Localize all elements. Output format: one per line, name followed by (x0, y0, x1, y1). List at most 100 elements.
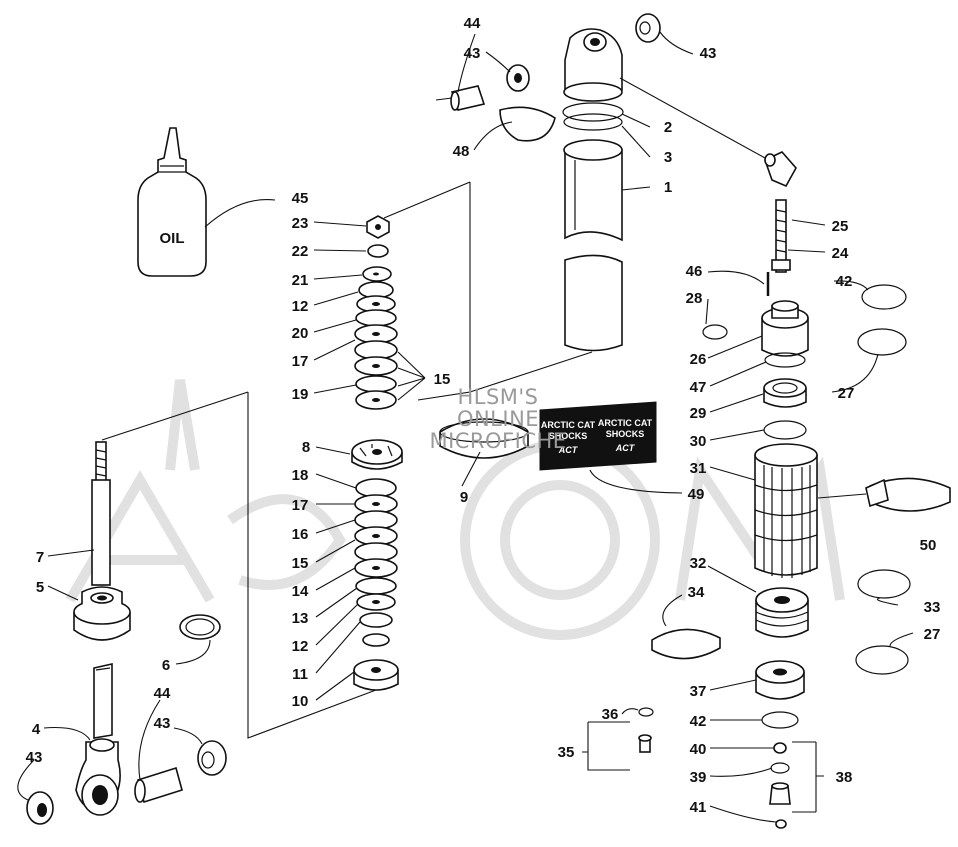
assembly-line-body (417, 182, 471, 401)
callout-3: 3 (664, 149, 672, 166)
watermark-text: HLSM'S ONLINE MICROFICHE (408, 386, 588, 452)
shim-stack-upper (354, 266, 398, 410)
assembly-line-shaft-top (101, 391, 249, 441)
callout-35: 35 (558, 744, 575, 761)
callout-33: 33 (924, 599, 941, 616)
callout-40: 40 (690, 741, 707, 758)
cap-37 (755, 660, 805, 700)
watermark-line-2: ONLINE (456, 407, 540, 431)
callout-1: 1 (664, 179, 672, 196)
callout-17: 17 (292, 497, 309, 514)
sleeve-44-top (435, 85, 486, 111)
callout-8: 8 (302, 439, 310, 456)
reservoir-31 (754, 443, 818, 578)
piston-32 (755, 587, 809, 638)
callout-27: 27 (838, 385, 855, 402)
seal-head-5 (73, 586, 131, 641)
callout-43: 43 (700, 45, 717, 62)
callout-43: 43 (154, 715, 171, 732)
valve-core-41 (775, 819, 787, 829)
callout-41: 41 (690, 799, 707, 816)
callout-42: 42 (690, 713, 707, 730)
valve-body-38 (769, 782, 791, 805)
decal-line1-left: ARCTIC CAT (541, 420, 596, 430)
assembly-line-body-top (383, 181, 471, 219)
hose-line (619, 77, 766, 159)
oil-label: OIL (160, 230, 185, 247)
screw-35 (638, 734, 652, 753)
o-ring-30 (763, 420, 807, 440)
o-ring-27-bottom (855, 645, 909, 675)
callout-22: 22 (292, 243, 309, 260)
bushing-43-bottom-right (197, 740, 227, 776)
piston-ring-9 (439, 418, 529, 459)
assembly-line-body-bottom (469, 351, 593, 393)
callout-29: 29 (690, 405, 707, 422)
callout-25: 25 (832, 218, 849, 235)
bumper-10 (353, 659, 399, 691)
callout-42: 42 (836, 273, 853, 290)
washer-47 (764, 352, 806, 368)
shaft-lower (93, 663, 113, 739)
decal-49 (539, 401, 657, 471)
cylinder-head-eye (563, 28, 623, 102)
assembly-line-shaft (247, 392, 377, 739)
callout-44: 44 (464, 15, 481, 32)
nut-23 (366, 215, 390, 239)
callout-15: 15 (292, 555, 309, 572)
callout-21: 21 (292, 272, 309, 289)
bleed-valve-24 (771, 199, 791, 273)
callout-34: 34 (688, 584, 705, 601)
callout-31: 31 (690, 460, 707, 477)
callout-9: 9 (460, 489, 468, 506)
callout-10: 10 (292, 693, 309, 710)
callout-30: 30 (690, 433, 707, 450)
callout-38: 38 (836, 769, 853, 786)
decal-badge-left: ACT (558, 445, 579, 455)
clamp-50 (865, 477, 951, 512)
o-ring-39 (770, 762, 790, 774)
callout-50: 50 (920, 537, 937, 554)
oil-bottle-45 (137, 127, 207, 277)
o-ring-3 (563, 113, 623, 131)
callout-36: 36 (602, 706, 619, 723)
callout-13: 13 (292, 610, 309, 627)
decal-line1-right: ARCTIC CAT (598, 418, 653, 428)
callout-6: 6 (162, 657, 170, 674)
bushing-43-top-left (506, 64, 530, 92)
decal-line2-left: SHOCKS (549, 431, 588, 441)
callout-5: 5 (36, 579, 44, 596)
shock-body-1 (563, 139, 623, 352)
shield-48 (499, 106, 556, 142)
o-ring-42-bottom (761, 711, 799, 729)
clamp-lead (817, 493, 867, 499)
callout-47: 47 (690, 379, 707, 396)
callout-12: 12 (292, 638, 309, 655)
callout-46: 46 (686, 263, 703, 280)
o-ring-27-top (857, 328, 907, 356)
callout-28: 28 (686, 290, 703, 307)
callout-17: 17 (292, 353, 309, 370)
bearing-29 (763, 378, 807, 408)
callout-15: 15 (434, 371, 451, 388)
shim-stack-lower (354, 478, 398, 647)
callout-39: 39 (690, 769, 707, 786)
bushing-43-bottom-left (26, 791, 54, 825)
piston-8 (351, 439, 403, 470)
callout-27: 27 (924, 626, 941, 643)
shaft-7 (91, 441, 111, 586)
o-ring-42-top (861, 284, 907, 310)
end-cap-26 (761, 300, 809, 357)
seal-6-inner (185, 618, 215, 636)
washer-22 (367, 244, 389, 258)
sleeve-44-bottom (134, 766, 183, 804)
o-ring-2 (562, 102, 624, 122)
callout-24: 24 (832, 245, 849, 262)
callout-numbers: 44 43 43 48 2 3 1 45 23 22 21 12 20 17 1… (26, 15, 941, 816)
callout-18: 18 (292, 467, 309, 484)
callout-16: 16 (292, 526, 309, 543)
watermark-line-3: MICROFICHE (429, 429, 567, 453)
callout-26: 26 (690, 351, 707, 368)
callout-20: 20 (292, 325, 309, 342)
